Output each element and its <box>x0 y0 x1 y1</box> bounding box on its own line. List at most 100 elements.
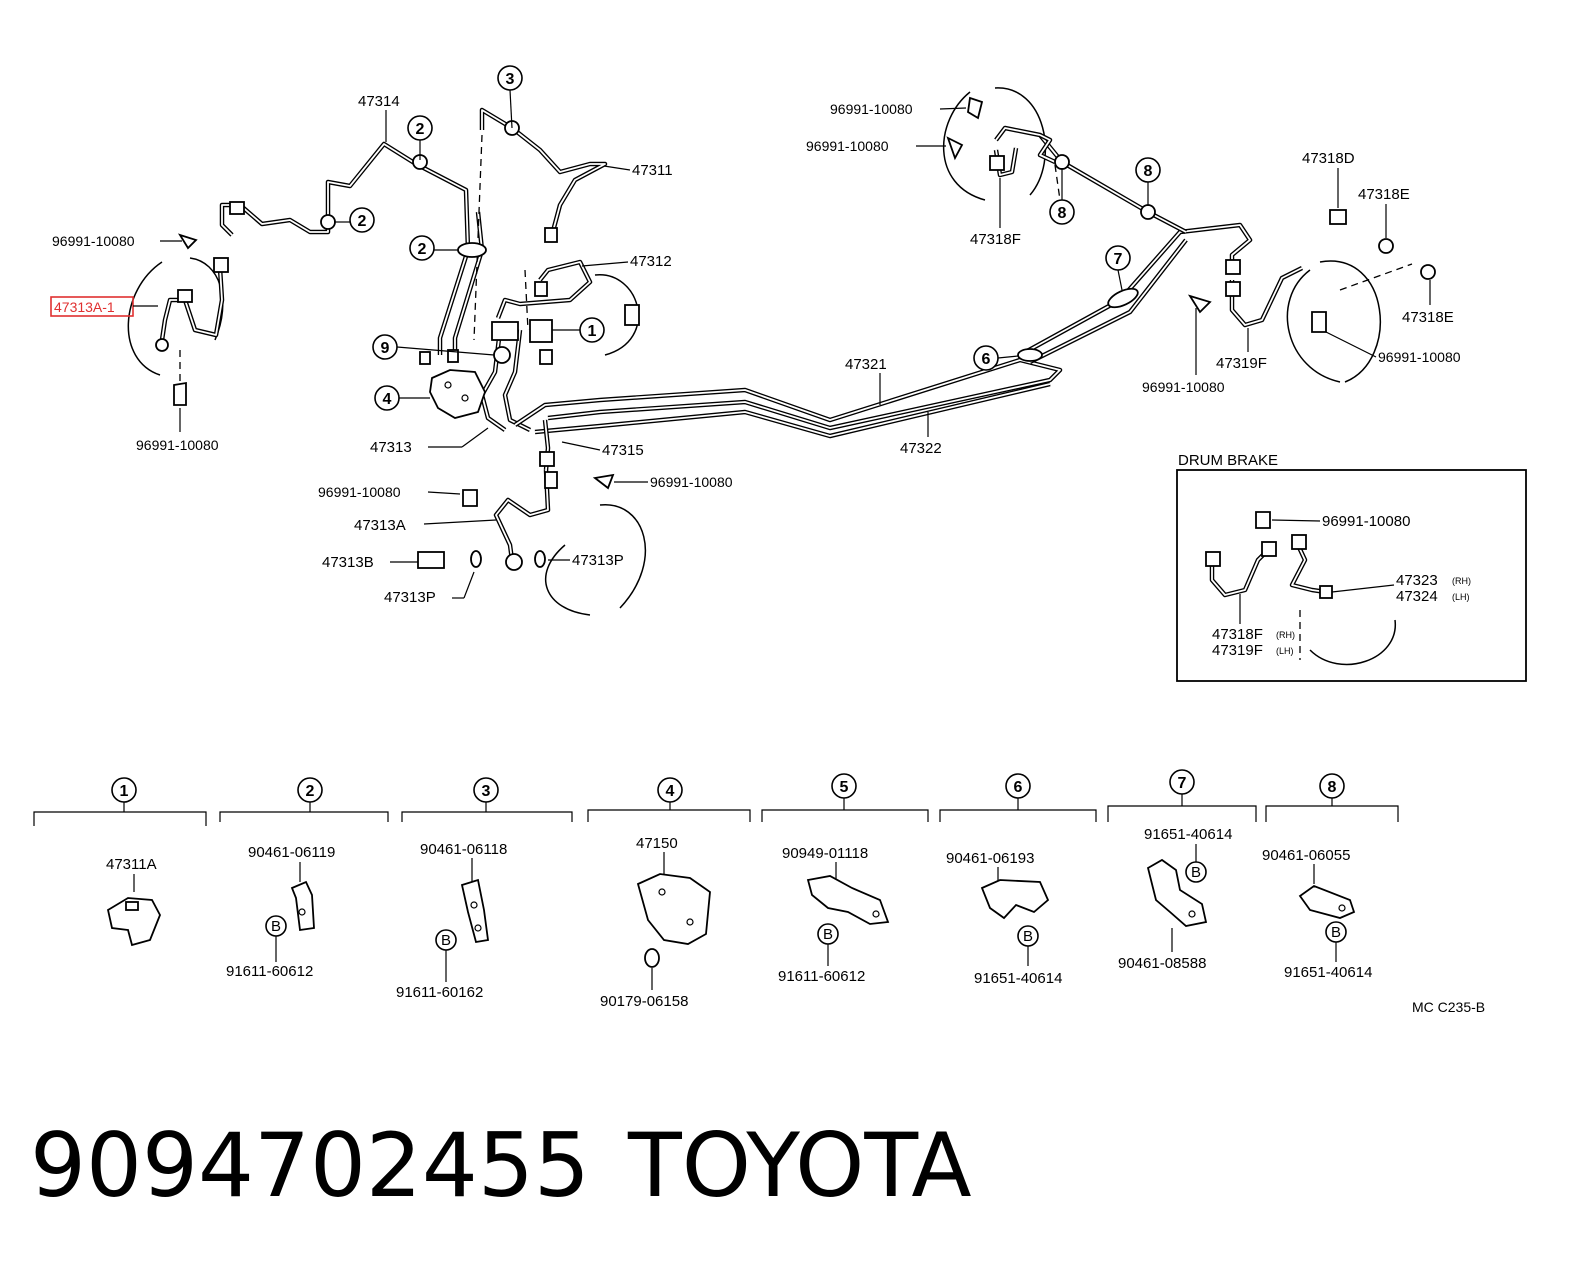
kit-2: 2 90461-06119 B 91611-60612 <box>219 777 389 980</box>
label-47318F: 47318F <box>970 231 1021 248</box>
svg-text:3: 3 <box>482 783 491 800</box>
kit-8: 8 90461-06055 B 91651-40614 <box>1262 773 1399 981</box>
svg-text:B: B <box>1191 864 1201 881</box>
svg-text:B: B <box>823 926 833 943</box>
svg-text:91611-60612: 91611-60612 <box>778 968 865 985</box>
label-47313P-left: 47313P <box>384 589 436 606</box>
drum-brake-inset: DRUM BRAKE 96991-10080 47323 (RH) 47324 … <box>1176 452 1527 682</box>
label-96991-bottom-right: 96991-10080 <box>1142 379 1225 395</box>
pipe-clamps <box>320 120 1156 364</box>
drum-hose-rh-side: (RH) <box>1276 630 1295 640</box>
svg-text:B: B <box>1331 924 1341 941</box>
part-labels: 47314 47311 47312 96991-10080 47313A-1 9… <box>50 93 1461 606</box>
svg-text:7: 7 <box>1114 251 1123 268</box>
svg-text:1: 1 <box>120 783 129 800</box>
label-47313A-1: 47313A-1 <box>54 299 115 315</box>
svg-text:90461-06118: 90461-06118 <box>420 841 507 858</box>
kit-5: 5 90949-01118 B 91611-60612 <box>761 773 929 985</box>
svg-text:91611-60612: 91611-60612 <box>226 963 313 980</box>
label-96991-mid-right: 96991-10080 <box>650 474 733 490</box>
drum-clip-label: 96991-10080 <box>1322 513 1410 530</box>
label-47319F: 47319F <box>1216 355 1267 372</box>
fittings <box>155 96 1436 571</box>
kit-7: 7 91651-40614 B 90461-08588 <box>1107 769 1257 972</box>
svg-text:B: B <box>1023 928 1033 945</box>
drum-tube-lh-side: (LH) <box>1452 592 1470 602</box>
kit-row: 1 47311A 2 90461-06119 B 91611-60612 3 <box>33 769 1485 1015</box>
svg-text:6: 6 <box>982 351 991 368</box>
drum-tube-lh: 47324 <box>1396 588 1438 605</box>
svg-text:90461-06055: 90461-06055 <box>1262 847 1350 864</box>
label-47318E-top: 47318E <box>1358 186 1410 203</box>
svg-text:2: 2 <box>306 783 315 800</box>
kit-6: 6 90461-06193 B 91651-40614 <box>939 773 1097 987</box>
svg-text:7: 7 <box>1178 775 1187 792</box>
callout-1: 1 <box>552 317 605 343</box>
footer-part-number: 9094702455 <box>30 1114 590 1217</box>
svg-text:8: 8 <box>1144 163 1153 180</box>
label-47318E-bottom: 47318E <box>1402 309 1454 326</box>
callout-2a: 2 <box>407 115 433 160</box>
assembly-guides <box>179 134 1413 392</box>
label-47318D: 47318D <box>1302 150 1355 167</box>
callout-8b: 8 <box>1049 168 1075 225</box>
svg-text:2: 2 <box>358 213 367 230</box>
label-47313: 47313 <box>370 439 412 456</box>
drum-hose-lh: 47319F <box>1212 642 1263 659</box>
svg-text:90461-06193: 90461-06193 <box>946 850 1034 867</box>
svg-text:47311A: 47311A <box>106 856 157 873</box>
kit-1: 1 47311A <box>33 777 207 947</box>
callout-2b: 2 <box>334 207 375 233</box>
rotor-front-left <box>127 257 224 376</box>
rotor-front-right <box>545 504 646 616</box>
svg-text:2: 2 <box>416 121 425 138</box>
footer: 9094702455 TOYOTA <box>30 1114 972 1217</box>
svg-text:3: 3 <box>506 71 515 88</box>
svg-text:B: B <box>441 932 451 949</box>
callout-6: 6 <box>973 345 1019 371</box>
svg-text:91651-40614: 91651-40614 <box>1284 964 1372 981</box>
proportioning-valve <box>419 349 486 419</box>
drum-brake-title: DRUM BRAKE <box>1178 452 1278 469</box>
master-cylinder-booster <box>594 274 640 356</box>
svg-text:9: 9 <box>381 340 390 357</box>
label-47322: 47322 <box>900 440 942 457</box>
svg-text:47150: 47150 <box>636 835 678 852</box>
callout-9: 9 <box>372 334 495 360</box>
svg-text:91611-60162: 91611-60162 <box>396 984 483 1001</box>
label-47313P-right: 47313P <box>572 552 624 569</box>
svg-text:90461-08588: 90461-08588 <box>1118 955 1206 972</box>
callout-2c: 2 <box>409 235 458 261</box>
callout-3: 3 <box>497 65 523 129</box>
drum-tube-rh: 47323 <box>1396 572 1438 589</box>
kit-3: 3 90461-06118 B 91611-60162 <box>396 777 573 1001</box>
callout-4: 4 <box>374 385 430 411</box>
label-96991-top-right-1: 96991-10080 <box>830 101 913 117</box>
svg-text:91651-40614: 91651-40614 <box>1144 826 1232 843</box>
label-47315: 47315 <box>602 442 644 459</box>
svg-text:6: 6 <box>1014 779 1023 796</box>
callout-7: 7 <box>1105 245 1131 291</box>
drum-hose-rh: 47318F <box>1212 626 1263 643</box>
rotor-rear-left <box>942 87 1047 201</box>
label-96991-right: 96991-10080 <box>1378 349 1461 365</box>
svg-text:4: 4 <box>383 391 392 408</box>
callout-8a: 8 <box>1135 157 1161 206</box>
svg-text:2: 2 <box>418 241 427 258</box>
drum-tube-rh-side: (RH) <box>1452 576 1471 586</box>
label-47313B: 47313B <box>322 554 374 571</box>
rotor-rear-right <box>1286 260 1382 383</box>
label-96991-left: 96991-10080 <box>136 437 219 453</box>
kit-4: 4 47150 90179-06158 <box>587 777 751 1010</box>
label-96991-mid-left: 96991-10080 <box>318 484 401 500</box>
svg-text:5: 5 <box>840 779 849 796</box>
svg-text:8: 8 <box>1328 779 1337 796</box>
drum-hose-lh-side: (LH) <box>1276 646 1294 656</box>
label-96991-top-right-2: 96991-10080 <box>806 138 889 154</box>
svg-text:B: B <box>271 918 281 935</box>
label-47311: 47311 <box>632 162 673 179</box>
diagram-code: MC C235-B <box>1412 999 1485 1015</box>
svg-text:90949-01118: 90949-01118 <box>782 845 868 862</box>
svg-text:4: 4 <box>666 783 675 800</box>
